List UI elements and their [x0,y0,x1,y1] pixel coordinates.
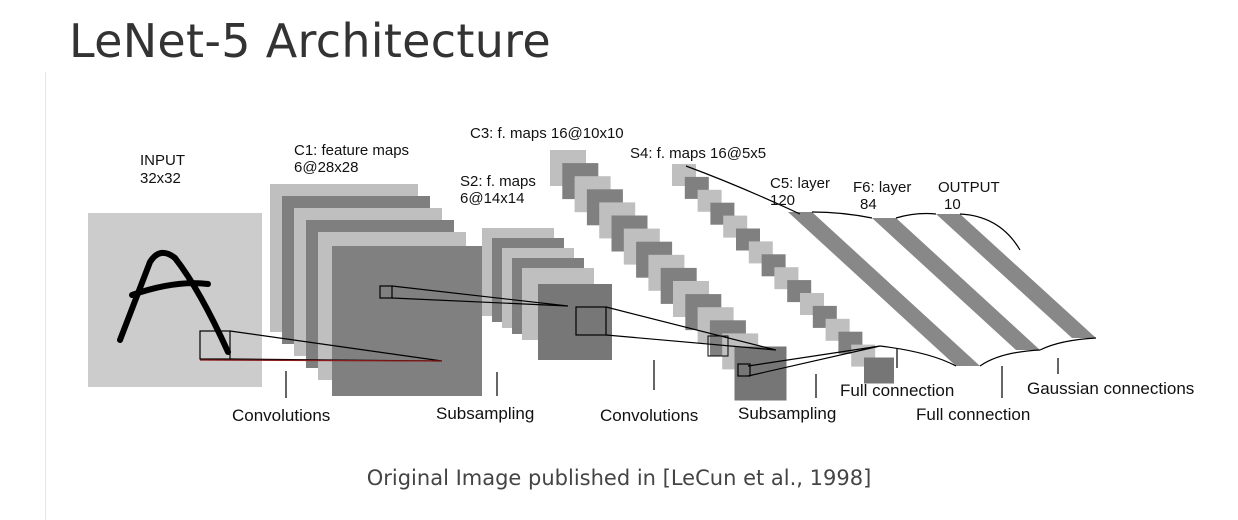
op-subsampling-2: Subsampling [738,404,836,423]
s4-feature-maps [672,164,894,384]
s2-label-line2: 6@14x14 [460,190,524,207]
op-convolutions-1: Convolutions [232,406,330,425]
op-gaussian-connections: Gaussian connections [1027,379,1194,398]
input-glyph-a [117,249,231,355]
f6-label-line2: 84 [860,196,877,213]
s2-label-line1: S2: f. maps [460,173,536,190]
input-label-line2: 32x32 [140,170,181,187]
f6-to-output-curve [895,212,937,219]
receptive-field-baseline [199,359,443,362]
c3-label: C3: f. maps 16@10x10 [470,125,624,142]
input-plane-background [88,213,262,387]
op-subsampling-1: Subsampling [436,404,534,423]
op-full-connection-1: Full connection [840,381,954,400]
c1-label-line2: 6@28x28 [294,159,358,176]
layer-labels: INPUT 32x32 C1: feature maps 6@28x28 S2:… [140,125,1000,213]
s4-map [864,357,894,384]
page-title: LeNet-5 Architecture [69,14,551,68]
s4-receptive-field [737,363,751,377]
c1-label-line1: C1: feature maps [294,142,409,159]
output-band [936,214,1096,338]
op-full-connection-2: Full connection [916,405,1030,424]
fully-connected-layers [788,212,1096,366]
c1-map [332,246,482,396]
s2-feature-maps [482,228,612,360]
output-label-line1: OUTPUT [938,179,1000,196]
c3-feature-maps [550,150,787,401]
c1-feature-maps [270,184,482,396]
input-receptive-field [199,330,231,360]
lenet5-architecture-diagram: INPUT 32x32 C1: feature maps 6@28x28 S2:… [88,125,1194,425]
output-curve-right [959,213,1021,251]
f6-label-line1: F6: layer [853,179,911,196]
c5-band [788,212,980,366]
figure-caption: Original Image published in [LeCun et al… [366,466,872,490]
content-left-rule [45,72,46,520]
connection-lines [199,165,1097,377]
c5-label-line1: C5: layer [770,175,830,192]
operation-ticks [285,348,1059,398]
s2-receptive-field [575,306,607,336]
c1-receptive-field [379,285,393,299]
input-label-line1: INPUT [140,152,185,169]
s4-to-c5-curve [685,165,801,215]
c1-to-s2-lines [391,285,569,307]
input-plane [88,213,262,387]
f6-band [872,218,1040,350]
operation-labels: Convolutions Subsampling Convolutions Su… [232,379,1194,425]
c5-to-f6-curve [811,211,873,219]
s2-map [538,284,612,360]
s2-to-c3-lines [605,306,777,351]
op-convolutions-2: Convolutions [600,406,698,425]
bottom-curve-f6-out [979,349,1041,367]
bottom-curve-c5-f6 [879,345,957,367]
bottom-curve-out [1039,337,1097,351]
s4-label: S4: f. maps 16@5x5 [630,145,766,162]
c5-label-line2: 120 [770,192,795,209]
c3-to-s4-lines [747,345,881,377]
output-label-line2: 10 [944,196,961,213]
